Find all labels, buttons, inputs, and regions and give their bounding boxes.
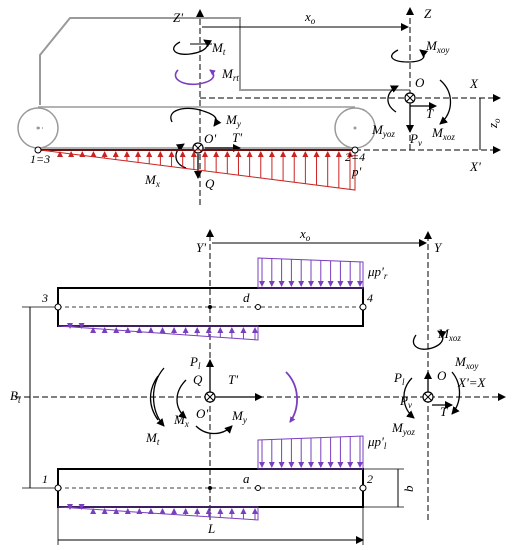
myoz-moment-arrow <box>387 85 399 113</box>
b-label: b <box>401 485 416 492</box>
upper-left-friction-arrows <box>67 323 258 340</box>
mt-moment-arrow-plan <box>152 367 165 427</box>
x-axis-label-plan: X'=X <box>457 375 486 390</box>
myoz-moment-arrow-plan <box>403 377 415 419</box>
mx-label-plan: Mx <box>173 412 189 429</box>
mt-label: Mt <box>211 40 226 57</box>
mx-label: Mx <box>144 172 160 189</box>
o-point-symbol <box>404 92 416 104</box>
point-1-3-label: 1=3 <box>30 152 50 166</box>
my-moment-arrow-plan <box>195 425 233 435</box>
t-label-plan: T <box>440 404 448 419</box>
myoz-label-plan: Myoz <box>391 420 415 437</box>
x-prime-label: X' <box>469 159 481 174</box>
lower-left-friction-arrows <box>67 504 258 520</box>
upper-right-friction-arrows <box>259 258 363 287</box>
o-label: O <box>415 75 425 90</box>
lower-mid-point <box>208 486 212 490</box>
track-belt <box>17 106 376 149</box>
mx-moment-arrow-plan <box>176 379 187 419</box>
upper-mid-point <box>208 305 212 309</box>
lower-right-friction-arrows <box>259 436 363 468</box>
t-prime-label-plan: T' <box>228 372 238 387</box>
mxoz-label: Mxoz <box>431 125 455 142</box>
mrt-label: Mrt <box>221 66 239 83</box>
point-4 <box>359 303 367 311</box>
pv-label: Pv <box>409 131 422 148</box>
t-label: T <box>426 106 434 121</box>
mxoz-moment-arrow <box>439 79 452 125</box>
o-prime-label: O' <box>204 131 216 146</box>
point-a <box>255 485 261 491</box>
pl-right-label: Pl <box>393 370 405 387</box>
mxoy-label: Mxoy <box>425 38 449 55</box>
point-2-4-label: 2=4 <box>345 150 365 164</box>
mt-moment-arrow <box>173 39 213 55</box>
point-1-3 <box>34 146 42 154</box>
pl-left-label: Pl <box>189 354 201 371</box>
point-4-label: 4 <box>367 291 373 305</box>
point-a-label: a <box>243 471 250 486</box>
upper-left-friction <box>57 325 259 341</box>
mxoz-label-plan: Mxoz <box>437 326 461 343</box>
wheel-centers <box>36 126 357 130</box>
mrt-moment-arrow-plan <box>285 371 298 423</box>
q-label-plan: Q <box>193 372 203 387</box>
o-label-plan: O <box>437 368 447 383</box>
mxoy-moment-arrow <box>391 49 428 63</box>
o-prime-point-symbol <box>192 142 204 154</box>
o-prime-point-symbol-plan <box>204 391 216 403</box>
mu-pl-label: μp'l <box>367 434 387 451</box>
machine-body-outline <box>39 17 410 105</box>
side-view: Z' Z xo X X' zo Mt Mrt Mxoy O T Pv <box>17 6 502 205</box>
q-label: Q <box>205 176 215 191</box>
my-moment-arrow <box>170 107 222 127</box>
p-prime-label: p' <box>351 164 362 179</box>
lower-left-friction <box>57 506 259 521</box>
point-d-label: d <box>243 290 250 305</box>
point-d <box>255 304 261 310</box>
my-label: My <box>225 112 241 129</box>
pv-label-plan: Pv <box>399 393 412 410</box>
point-1-label: 1 <box>42 472 48 486</box>
mxoz-moment-arrow-plan <box>412 330 447 350</box>
z-label: Z <box>424 6 432 21</box>
pressure-arrows <box>57 151 353 190</box>
point-2-label: 2 <box>367 472 373 486</box>
mx-moment-arrow <box>175 143 187 169</box>
mu-pr-label: μp'r <box>367 264 388 281</box>
plan-view: Y' Y xo μp'r μp'l X'=X Bt <box>10 226 506 545</box>
xo-label: xo <box>304 9 316 26</box>
point-1 <box>54 484 62 492</box>
mxoy-moment-arrow-plan <box>451 371 461 415</box>
z-prime-label: Z' <box>173 10 183 25</box>
mt-moment-arrow-plan-2 <box>149 375 159 421</box>
myoz-label: Myoz <box>371 122 395 139</box>
mrt-moment-arrow <box>174 69 216 86</box>
xo-label-plan: xo <box>299 226 311 243</box>
pressure-distribution <box>39 149 356 191</box>
point-2 <box>359 484 367 492</box>
point-3 <box>54 303 62 311</box>
zo-label: zo <box>485 118 502 129</box>
o-prime-label-plan: O' <box>196 406 208 421</box>
mxoy-label-plan: Mxoy <box>454 354 478 371</box>
mt-label-plan: Mt <box>145 430 160 447</box>
upper-right-friction <box>257 257 364 289</box>
point-2-4 <box>351 146 359 154</box>
y-label: Y <box>434 240 443 255</box>
my-label-plan: My <box>231 408 247 425</box>
y-prime-label: Y' <box>196 240 206 255</box>
o-point-symbol-plan <box>422 391 434 403</box>
bt-label: Bt <box>10 388 21 405</box>
x-label: X <box>469 76 479 91</box>
point-3-label: 3 <box>41 291 48 305</box>
t-prime-label: T' <box>232 130 242 145</box>
l-label: L <box>207 521 215 536</box>
